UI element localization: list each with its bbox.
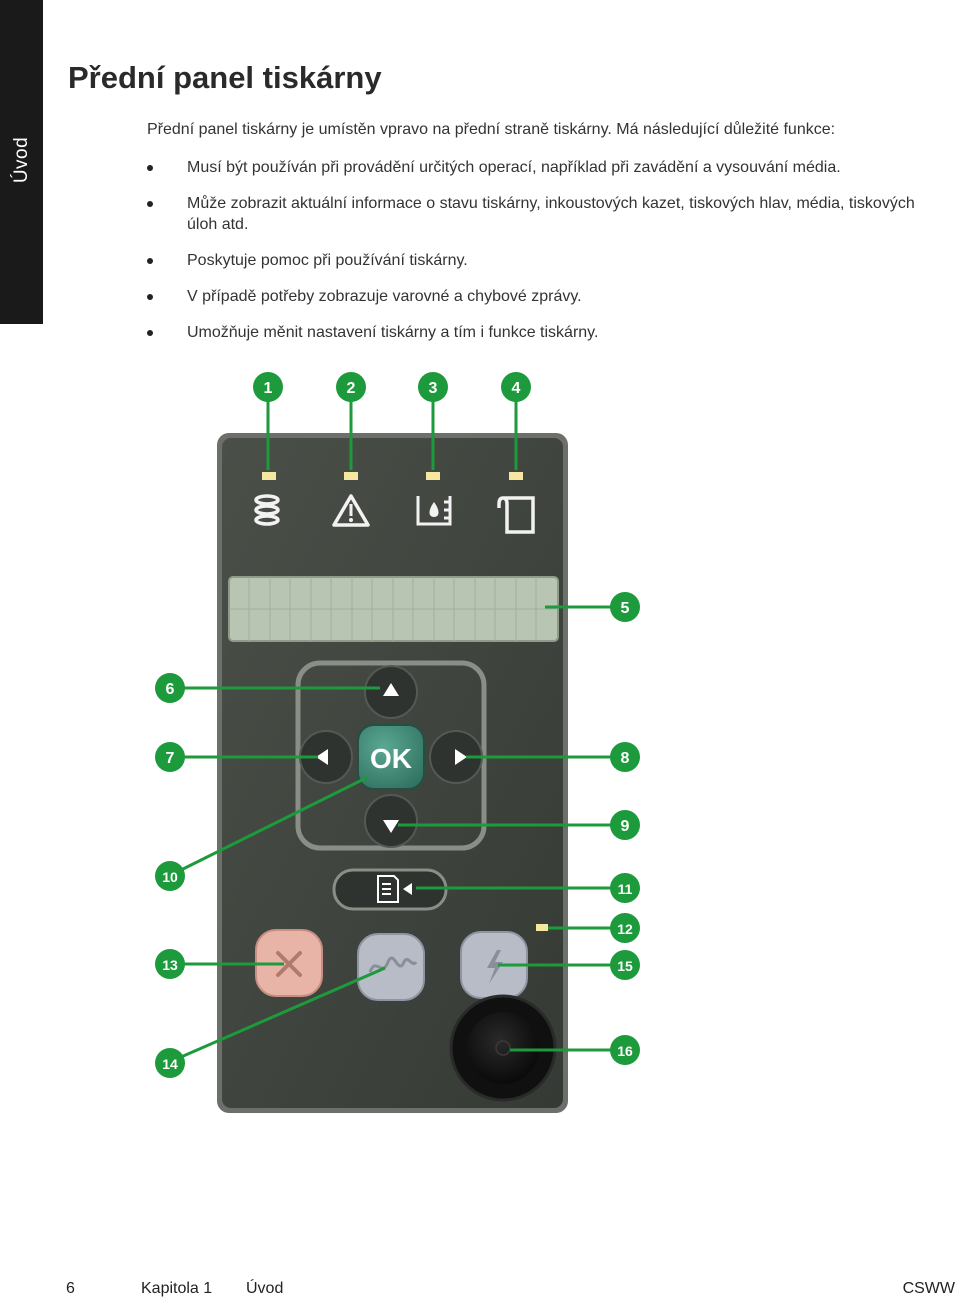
bullet-icon: [147, 165, 153, 171]
arrow-up-icon: [383, 683, 399, 696]
menu-icon: [377, 875, 412, 903]
form-feed-icon: [368, 956, 418, 973]
menu-button[interactable]: [332, 868, 448, 911]
footer-section: Úvod: [246, 1280, 284, 1297]
callout-10: 10: [155, 861, 185, 891]
arrow-left-icon: [316, 749, 328, 765]
back-button[interactable]: [299, 730, 353, 784]
callout-8: 8: [610, 742, 640, 772]
paper-icon: [497, 496, 535, 534]
power-icon: [495, 1040, 511, 1056]
front-panel-diagram: OK: [155, 372, 640, 1113]
svg-text:1: 1: [264, 380, 273, 397]
callout-14: 14: [155, 1048, 185, 1078]
list-item: Musí být používán při provádění určitých…: [147, 157, 927, 178]
list-item: V případě potřeby zobrazuje varovné a ch…: [147, 286, 927, 307]
list-item: Poskytuje pomoc při používání tiskárny.: [147, 250, 927, 271]
warning-icon: [332, 494, 370, 527]
callout-7: 7: [155, 742, 185, 772]
led-12: [536, 924, 548, 931]
callout-15: 15: [610, 950, 640, 980]
callout-13: 13: [155, 949, 185, 979]
ok-label: OK: [370, 743, 412, 774]
svg-text:11: 11: [618, 881, 633, 897]
form-feed-button[interactable]: [357, 933, 425, 1001]
callout-9: 9: [610, 810, 640, 840]
footer-code: CSWW: [902, 1280, 955, 1297]
svg-text:7: 7: [166, 750, 175, 767]
svg-text:6: 6: [166, 681, 175, 698]
callout-16: 16: [610, 1035, 640, 1065]
bullet-icon: [147, 294, 153, 300]
close-icon: [276, 951, 302, 977]
page-number: 6: [66, 1280, 75, 1297]
svg-text:9: 9: [621, 818, 630, 835]
svg-text:5: 5: [621, 600, 630, 617]
flash-icon: [487, 950, 503, 984]
intro-text: Přední panel tiskárny je umístěn vpravo …: [147, 121, 836, 138]
svg-text:8: 8: [621, 750, 630, 767]
arrow-down-icon: [383, 820, 399, 833]
svg-text:15: 15: [617, 958, 633, 974]
svg-text:12: 12: [617, 921, 633, 937]
list-item: Může zobrazit aktuální informace o stavu…: [147, 193, 927, 235]
svg-text:13: 13: [162, 957, 178, 973]
callout-12: 12: [610, 913, 640, 943]
power-button[interactable]: [449, 994, 557, 1102]
display-pixel-grid: [229, 577, 558, 641]
ok-button[interactable]: OK: [357, 724, 425, 790]
front-panel-figure: OK: [150, 365, 650, 1130]
svg-text:3: 3: [429, 380, 438, 397]
footer-chapter: Kapitola 1: [141, 1280, 213, 1297]
page-title: Přední panel tiskárny: [68, 60, 382, 95]
callout-4: 4: [501, 372, 531, 402]
list-item: Umožňuje měnit nastavení tiskárny a tím …: [147, 322, 927, 343]
callout-5: 5: [610, 592, 640, 622]
led-4: [509, 472, 523, 480]
svg-text:2: 2: [347, 380, 356, 397]
callout-lines: [180, 400, 612, 1059]
svg-text:16: 16: [617, 1043, 633, 1059]
arrow-right-icon: [455, 749, 467, 765]
up-button[interactable]: [364, 665, 418, 719]
side-tab-label: Úvod: [11, 136, 32, 184]
callout-2: 2: [336, 372, 366, 402]
led-2: [344, 472, 358, 480]
callout-3: 3: [418, 372, 448, 402]
ink-cartridges-icon: [254, 494, 280, 526]
down-button[interactable]: [364, 794, 418, 848]
led-1: [262, 472, 276, 480]
bullet-icon: [147, 258, 153, 264]
svg-text:4: 4: [512, 380, 521, 397]
bullet-icon: [147, 330, 153, 336]
callout-11: 11: [610, 873, 640, 903]
side-tab: Úvod: [0, 0, 43, 324]
callout-1: 1: [253, 372, 283, 402]
bullet-icon: [147, 201, 153, 207]
function-list: Musí být používán při provádění určitých…: [147, 157, 927, 358]
printhead-icon: [416, 496, 452, 526]
svg-text:14: 14: [162, 1056, 178, 1072]
led-3: [426, 472, 440, 480]
callout-6: 6: [155, 673, 185, 703]
svg-text:10: 10: [162, 869, 178, 885]
